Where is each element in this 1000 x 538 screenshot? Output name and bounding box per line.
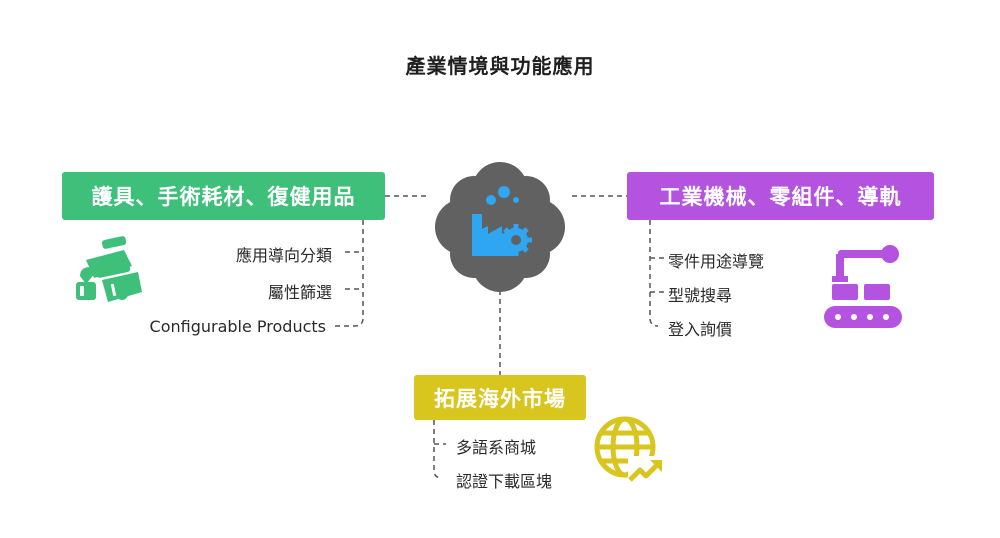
factory-gear-icon (435, 162, 565, 292)
globe-growth-icon (594, 416, 662, 486)
diagram-title: 產業情境與功能應用 (405, 54, 595, 78)
robot-arm-conveyor-icon (824, 245, 902, 328)
left-item-configurable-products: Configurable Products (149, 317, 326, 336)
left-item-attribute-filter: 屬性篩選 (267, 283, 332, 302)
right-item-parts-usage-guide: 零件用途導覽 (668, 252, 765, 271)
branch-right-label: 工業機械、零組件、導軌 (627, 172, 934, 220)
branch-left-label: 護具、手術耗材、復健用品 (62, 172, 385, 220)
branch-bottom-label: 拓展海外市場 (414, 375, 586, 420)
left-item-application-category: 應用導向分類 (235, 246, 332, 265)
bottom-item-multilingual-store: 多語系商城 (456, 438, 537, 457)
bottom-item-certificate-download: 認證下載區塊 (456, 472, 553, 491)
medical-supplies-icon (76, 236, 142, 302)
right-item-model-search: 型號搜尋 (668, 286, 733, 305)
right-item-login-inquiry: 登入詢價 (668, 320, 733, 339)
